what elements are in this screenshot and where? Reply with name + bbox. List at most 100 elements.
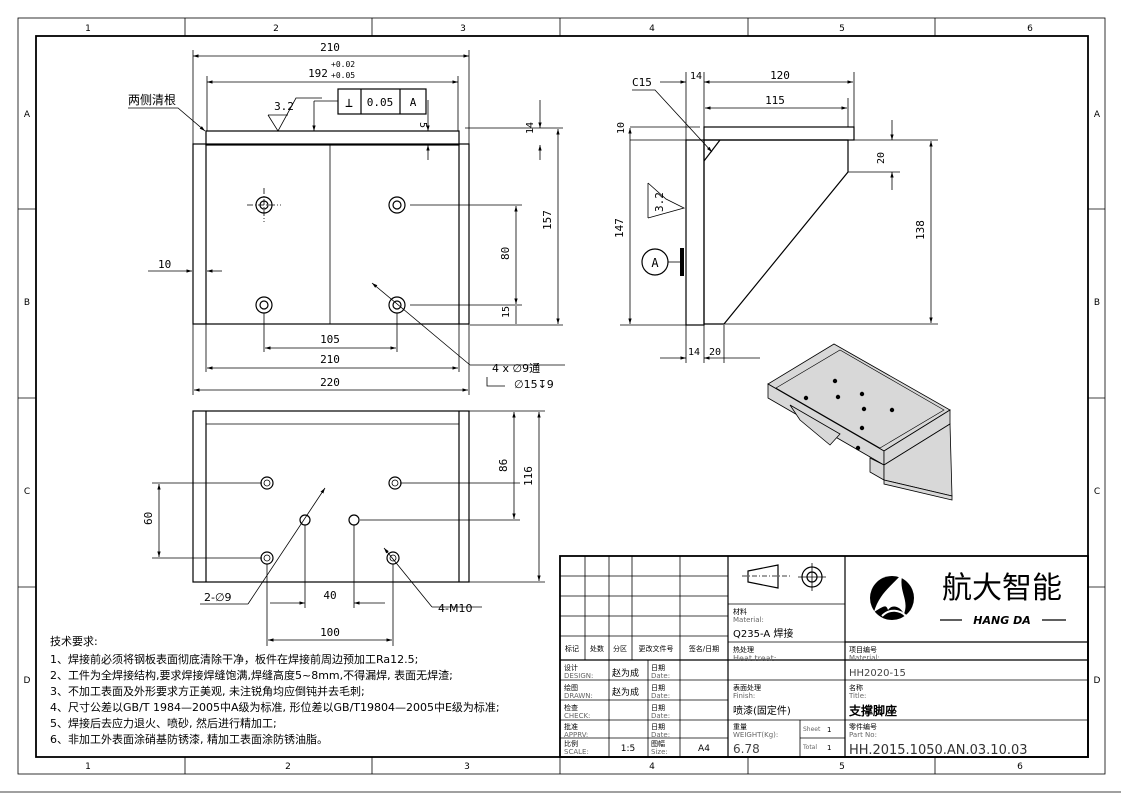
size-label-en: Size: bbox=[651, 748, 668, 756]
counterbore-hole bbox=[255, 296, 273, 314]
zone-row-label: A bbox=[24, 110, 31, 120]
dim-label: 40 bbox=[323, 589, 336, 602]
zone-row-label: B bbox=[24, 298, 30, 308]
zone-row-label: C bbox=[1094, 487, 1100, 497]
tech-title: 技术要求: bbox=[50, 635, 98, 648]
title-block: 标记 处数 分区 更改文件号 签名/日期 设计 DESIGN: 赵为成 日期 D… bbox=[559, 555, 1089, 758]
tech-item: 2、工件为全焊接结构,要求焊接焊缝饱满,焊缝高度5~8mm,不得漏焊, 表面无焊… bbox=[50, 668, 453, 682]
approve-label: 批准 bbox=[564, 722, 578, 731]
zone-labels: 1 2 3 4 5 6 1 2 3 4 5 6 A B C D A B C D bbox=[24, 24, 1101, 772]
zone-col-label: 2 bbox=[285, 762, 291, 772]
roughness-symbol: 3.2 bbox=[647, 182, 686, 219]
dim-label: 100 bbox=[320, 626, 340, 639]
zone-col-label: 3 bbox=[464, 762, 470, 772]
zone-col-label: 6 bbox=[1017, 762, 1023, 772]
dim-label: 210 bbox=[320, 353, 340, 366]
dim-label: 20 bbox=[709, 347, 721, 358]
tech-item: 4、尺寸公差以GB/T 1984—2005中A级为标准, 形位差以GB/T198… bbox=[50, 700, 500, 714]
counterbore-hole bbox=[388, 196, 406, 214]
date-label-en: Date: bbox=[651, 731, 670, 739]
dim-label: 60 bbox=[142, 512, 155, 525]
zone-row-label: C bbox=[24, 487, 30, 497]
company-name-en: HANG DA bbox=[973, 614, 1030, 627]
project-label-en: Material: bbox=[849, 654, 880, 662]
date-label: 日期 bbox=[651, 664, 665, 672]
hdr-sign: 签名/日期 bbox=[689, 644, 719, 653]
dim-label: 120 bbox=[770, 69, 790, 82]
drawn-name: 赵为成 bbox=[612, 686, 639, 698]
dim-label: 115 bbox=[765, 94, 785, 107]
dim-label: 10 bbox=[616, 122, 627, 134]
datum-marker: A bbox=[641, 248, 684, 276]
side-view: C15 14 120 115 10 20 147 138 bbox=[613, 69, 938, 363]
sheet-value: 1 bbox=[827, 726, 831, 734]
tolerance-upper: +0.02 bbox=[331, 60, 355, 69]
tech-requirements: 技术要求: 1、焊接前必须将钢板表面彻底清除干净，板件在焊接前周边预加工Ra12… bbox=[50, 635, 500, 746]
tapped-hole bbox=[260, 551, 274, 565]
dim-label: 20 bbox=[876, 152, 887, 164]
bottom-outline bbox=[192, 410, 470, 583]
dim-label: 220 bbox=[320, 376, 340, 389]
side-back-plate bbox=[685, 139, 705, 326]
top-plate bbox=[205, 130, 460, 146]
dim-label: 5 bbox=[417, 122, 428, 128]
project-label: 项目编号 bbox=[849, 645, 877, 654]
heat-label-en: Heat treat: bbox=[733, 654, 776, 663]
approve-label-en: APPRV: bbox=[564, 731, 588, 739]
part-no-label: 零件编号 bbox=[849, 722, 877, 731]
check-label: 检查 bbox=[564, 703, 578, 712]
tech-item: 3、不加工表面及外形要求方正美观, 未注锐角均应倒钝并去毛刺; bbox=[50, 684, 365, 698]
heat-label: 热处理 bbox=[733, 645, 754, 654]
tolerance-value: 0.05 bbox=[367, 96, 394, 109]
total-label: Total bbox=[802, 744, 817, 751]
zone-col-label: 4 bbox=[649, 24, 655, 34]
title-label: 名称 bbox=[849, 683, 863, 692]
zone-col-label: 2 bbox=[273, 24, 279, 34]
finish-label: 表面处理 bbox=[733, 683, 761, 692]
tech-item: 1、焊接前必须将钢板表面彻底清除干净，板件在焊接前周边预加工Ra12.5; bbox=[50, 652, 418, 666]
hdr-docno: 更改文件号 bbox=[639, 644, 674, 653]
side-top-plate bbox=[703, 126, 855, 141]
finish-label-en: Finish: bbox=[733, 692, 755, 700]
zone-col-label: 1 bbox=[85, 762, 91, 772]
roughness-symbol: 3.2 bbox=[267, 97, 322, 132]
dim-label: 147 bbox=[613, 218, 626, 238]
dim-label: 105 bbox=[320, 333, 340, 346]
dim-label: 210 bbox=[320, 41, 340, 54]
material-label: 材料 bbox=[733, 607, 747, 616]
side-gusset bbox=[704, 139, 849, 325]
tolerance-lower: +0.05 bbox=[331, 71, 355, 80]
material-label-en: Material: bbox=[733, 616, 764, 624]
datum-letter: A bbox=[651, 256, 659, 270]
zone-row-label: D bbox=[24, 676, 31, 686]
zone-col-label: 6 bbox=[1027, 24, 1033, 34]
finish-value: 喷漆(固定件) bbox=[733, 704, 791, 717]
zone-row-label: D bbox=[1094, 676, 1101, 686]
zone-grid bbox=[18, 18, 1105, 774]
front-view: 210 192 +0.02 +0.05 ⊥ 0.05 A 3.2 5 bbox=[128, 41, 565, 395]
date-label-en: Date: bbox=[651, 672, 670, 680]
dim-label: 15 bbox=[501, 306, 512, 318]
zone-col-label: 5 bbox=[839, 24, 845, 34]
dim-label: 86 bbox=[497, 459, 510, 472]
tech-item: 5、焊接后去应力退火、喷砂, 然后进行精加工; bbox=[50, 716, 277, 730]
total-value: 1 bbox=[827, 744, 831, 752]
dim-label: 14 bbox=[525, 122, 536, 134]
part-title: 支撑脚座 bbox=[848, 703, 897, 718]
design-label: 设计 bbox=[564, 663, 578, 672]
date-label: 日期 bbox=[651, 704, 665, 712]
isometric-view bbox=[767, 343, 953, 501]
scale-label: 比例 bbox=[564, 739, 578, 748]
drawn-label-en: DRAWN: bbox=[564, 692, 593, 700]
date-label: 日期 bbox=[651, 723, 665, 731]
chamfer-label: C15 bbox=[632, 76, 652, 89]
date-label-en: Date: bbox=[651, 692, 670, 700]
drawn-label: 绘图 bbox=[564, 683, 578, 692]
dim-label: 14 bbox=[688, 347, 700, 358]
scale-value: 1:5 bbox=[621, 744, 635, 754]
datum-ref: A bbox=[410, 96, 417, 109]
title-label-en: Title: bbox=[848, 692, 866, 700]
projection-symbol bbox=[742, 563, 826, 591]
hdr-zone: 分区 bbox=[613, 644, 627, 653]
